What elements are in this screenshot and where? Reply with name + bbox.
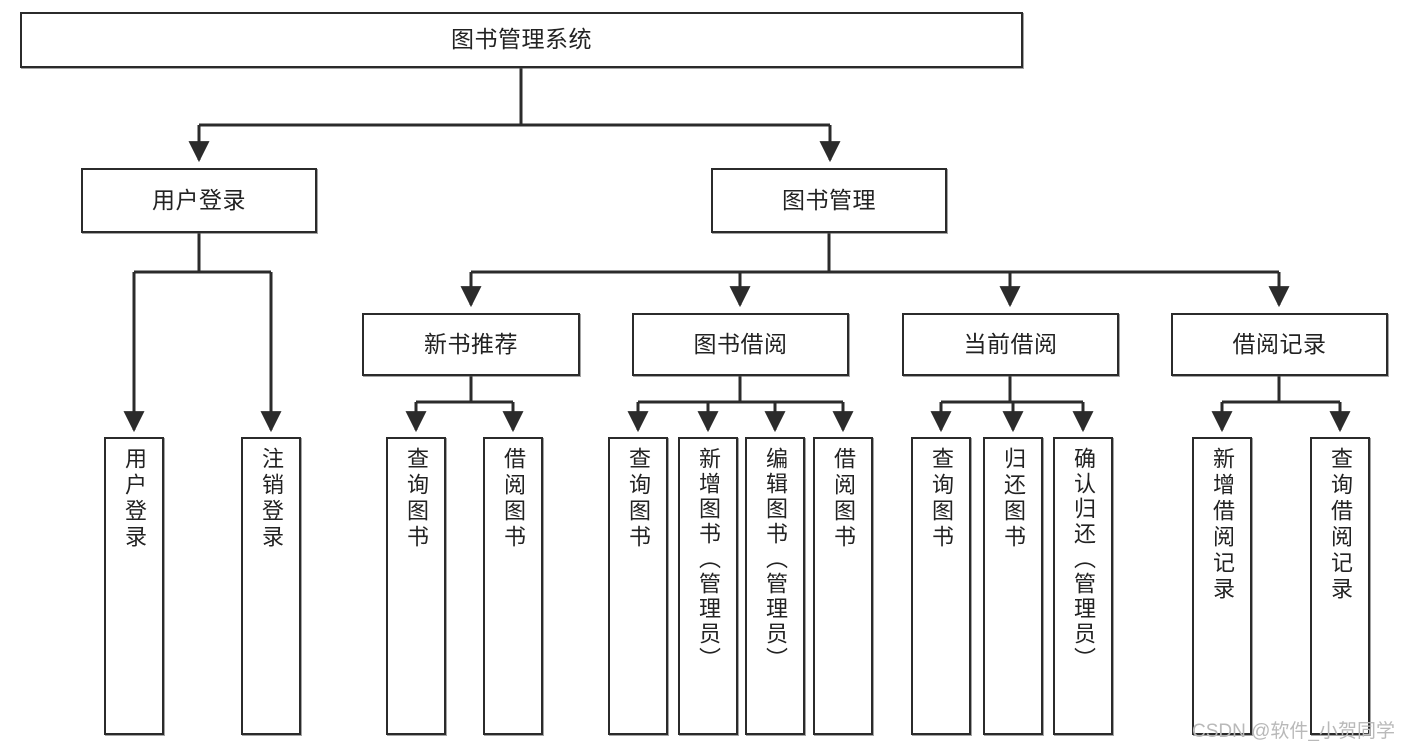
watermark: CSDN @软件_小贺同学	[1192, 721, 1395, 742]
node-leaf-query-borrow-record[interactable]: 查询借阅记录	[1310, 437, 1370, 735]
node-book-manage[interactable]: 图书管理	[711, 168, 947, 233]
node-leaf-user-login[interactable]: 用户登录	[104, 437, 164, 735]
node-leaf-query-book-rec-label: 查询图书	[404, 447, 429, 551]
node-book-borrow-label: 图书借阅	[693, 330, 788, 357]
node-user-login[interactable]: 用户登录	[81, 168, 317, 233]
node-leaf-borrow-book[interactable]: 借阅图书	[813, 437, 873, 735]
node-leaf-add-borrow-record-label: 新增借阅记录	[1210, 447, 1235, 603]
node-leaf-borrow-book-rec-label: 借阅图书	[501, 447, 526, 551]
node-leaf-query-borrow-record-label: 查询借阅记录	[1328, 447, 1353, 603]
node-root-label: 图书管理系统	[451, 26, 592, 53]
node-book-borrow[interactable]: 图书借阅	[632, 313, 849, 376]
node-root[interactable]: 图书管理系统	[20, 12, 1023, 68]
node-leaf-edit-book-admin[interactable]: 编辑图书（管理员）	[745, 437, 805, 735]
node-leaf-borrow-book-label: 借阅图书	[831, 447, 856, 551]
node-book-manage-label: 图书管理	[782, 186, 876, 213]
node-leaf-confirm-return-admin-label: 确认归还（管理员）	[1071, 447, 1096, 672]
node-leaf-query-book-rec[interactable]: 查询图书	[386, 437, 446, 735]
node-leaf-borrow-book-rec[interactable]: 借阅图书	[483, 437, 543, 735]
node-borrow-record[interactable]: 借阅记录	[1171, 313, 1388, 376]
node-leaf-add-book-admin-label: 新增图书（管理员）	[696, 447, 721, 672]
node-leaf-add-book-admin[interactable]: 新增图书（管理员）	[678, 437, 738, 735]
node-new-book-recommend-label: 新书推荐	[424, 330, 518, 357]
node-new-book-recommend[interactable]: 新书推荐	[362, 313, 580, 376]
node-leaf-query-book-current-label: 查询图书	[929, 447, 954, 551]
node-leaf-logout[interactable]: 注销登录	[241, 437, 301, 735]
node-leaf-return-book[interactable]: 归还图书	[983, 437, 1043, 735]
node-leaf-add-borrow-record[interactable]: 新增借阅记录	[1192, 437, 1252, 735]
node-borrow-record-label: 借阅记录	[1232, 330, 1327, 357]
node-leaf-edit-book-admin-label: 编辑图书（管理员）	[763, 447, 788, 672]
node-leaf-query-book-borrow[interactable]: 查询图书	[608, 437, 668, 735]
node-current-borrow[interactable]: 当前借阅	[902, 313, 1119, 376]
node-leaf-logout-label: 注销登录	[259, 447, 284, 551]
node-user-login-label: 用户登录	[152, 186, 246, 213]
node-leaf-confirm-return-admin[interactable]: 确认归还（管理员）	[1053, 437, 1113, 735]
node-leaf-return-book-label: 归还图书	[1001, 447, 1026, 551]
node-leaf-user-login-label: 用户登录	[122, 447, 147, 551]
node-current-borrow-label: 当前借阅	[963, 330, 1058, 357]
node-leaf-query-book-borrow-label: 查询图书	[626, 447, 651, 551]
node-leaf-query-book-current[interactable]: 查询图书	[911, 437, 971, 735]
